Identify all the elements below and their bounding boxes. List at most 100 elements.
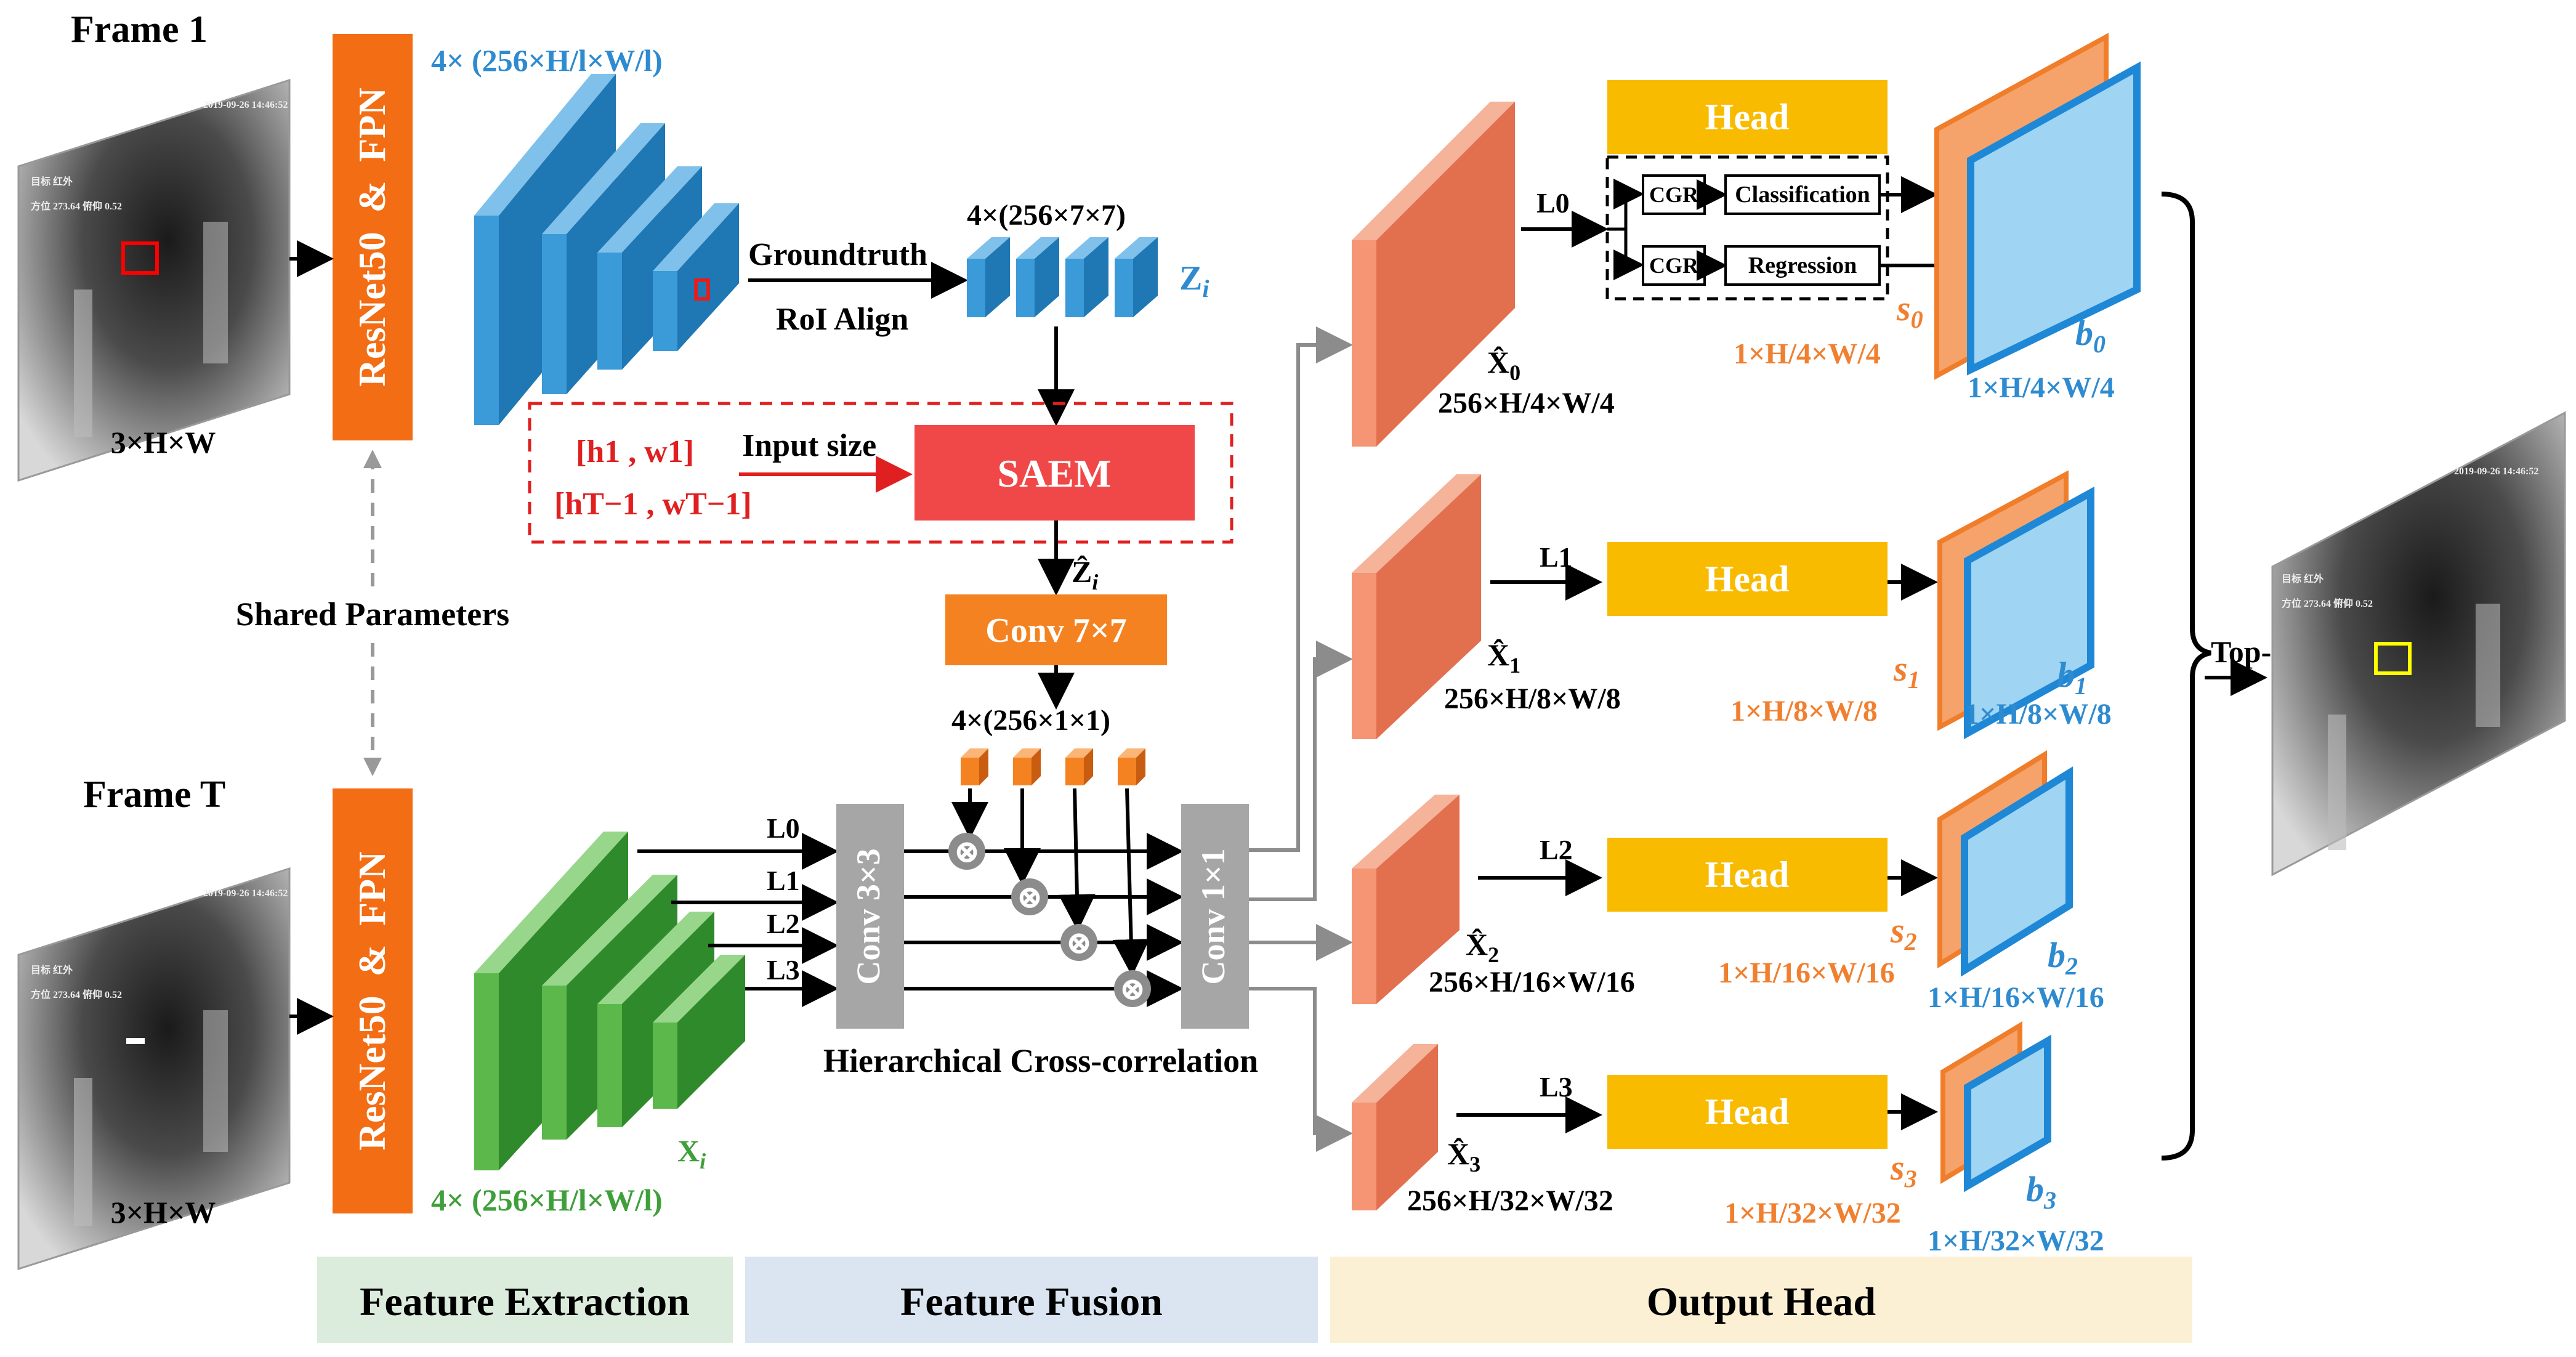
conv77-block — [945, 594, 1167, 665]
conv33-block — [836, 804, 904, 1029]
s0-label: s0 — [1896, 288, 1923, 333]
backbone-top: ResNet50 & FPN — [333, 34, 413, 440]
saem-block — [915, 425, 1195, 521]
x3-label: X̂3 — [1447, 1136, 1480, 1177]
output-frame-image: 目标 红外 方位 273.64 俯仰 0.52 2019-09-26 14:46… — [2271, 411, 2566, 877]
section-output-head-label: Output Head — [1647, 1279, 1876, 1324]
z-cubes — [967, 237, 1158, 317]
hwT-label: [hT−1 , wT−1] — [554, 487, 752, 522]
head-0-label: Head — [1705, 97, 1790, 137]
s2-dims: 1×H/16×W/16 — [1718, 957, 1895, 989]
box-map-0 — [1967, 61, 2141, 376]
frame1-size: 3×H×W — [111, 425, 216, 460]
frameT-title: Frame T — [83, 774, 225, 816]
fused-feature-2 — [1352, 795, 1460, 1004]
s0-dims: 1×H/4×W/4 — [1734, 338, 1881, 370]
conv77-label: Conv 7×7 — [985, 612, 1127, 650]
hw1-label: [h1 , w1] — [576, 434, 694, 469]
s1-label: s1 — [1893, 649, 1920, 694]
svg-text:Regression: Regression — [1748, 253, 1857, 278]
x0-dims: 256×H/4×W/4 — [1438, 387, 1615, 419]
svg-text:方位 273.64 俯仰 0.52: 方位 273.64 俯仰 0.52 — [31, 989, 122, 1000]
fused-feature-1 — [1352, 474, 1481, 739]
z-label: Zi — [1179, 259, 1209, 302]
svg-text:2019-09-26 14:46:52: 2019-09-26 14:46:52 — [2454, 466, 2538, 477]
head-2-label: Head — [1705, 854, 1790, 895]
conv11-block — [1181, 804, 1249, 1029]
l2-head-level: L2 — [1540, 834, 1573, 865]
head-3-label: Head — [1705, 1092, 1790, 1132]
head-2 — [1607, 838, 1888, 912]
section-feature-extraction-label: Feature Extraction — [360, 1279, 690, 1324]
bottom-feature-dims: 4× (256×H/l×W/l) — [431, 1183, 663, 1217]
shared-parameters-label: Shared Parameters — [236, 596, 509, 633]
z-dims: 4×(256×7×7) — [967, 199, 1126, 232]
fused-feature-0 — [1352, 102, 1515, 447]
x1-label: X̂1 — [1487, 638, 1520, 678]
level-l1: L1 — [767, 865, 800, 896]
x0-label: X̂0 — [1487, 345, 1520, 385]
svg-text:⊗: ⊗ — [1119, 972, 1146, 1007]
x2-label: X̂2 — [1466, 927, 1499, 967]
target-box-red — [121, 241, 159, 275]
head-3 — [1607, 1075, 1888, 1149]
head-0 — [1607, 80, 1888, 154]
kernel-dims: 4×(256×1×1) — [951, 704, 1110, 737]
search-feature-stack — [474, 832, 745, 1170]
backbone-bottom: ResNet50 & FPN — [333, 788, 413, 1213]
conv33-label: Conv 3×3 — [850, 848, 887, 984]
frame1-title: Frame 1 — [71, 9, 208, 51]
saem-label: SAEM — [998, 452, 1112, 495]
frameT-size: 3×H×W — [111, 1195, 216, 1229]
fused-feature-3 — [1352, 1044, 1438, 1210]
l3-head-level: L3 — [1540, 1071, 1573, 1103]
svg-text:2019-09-26 14:46:52: 2019-09-26 14:46:52 — [203, 100, 288, 110]
svg-text:CGR: CGR — [1649, 182, 1699, 207]
roi-box-red — [694, 278, 710, 301]
fusion-connectors — [1249, 326, 1353, 1152]
svg-text:⊗: ⊗ — [1065, 926, 1092, 961]
section-feature-fusion — [745, 1257, 1318, 1343]
section-feature-extraction — [317, 1257, 733, 1343]
level-l0: L0 — [767, 812, 800, 844]
x3-dims: 256×H/32×W/32 — [1407, 1185, 1613, 1217]
cross-correlation: ⊗ ⊗ ⊗ ⊗ — [904, 788, 1184, 1007]
level-l2: L2 — [767, 908, 800, 939]
result-box-yellow — [2374, 642, 2412, 675]
section-output-head — [1330, 1257, 2192, 1343]
svg-text:目标 红外: 目标 红外 — [2282, 573, 2324, 585]
s3-label: s3 — [1890, 1148, 1917, 1193]
svg-text:CGR: CGR — [1649, 253, 1699, 278]
b1-label: b1 — [2057, 655, 2087, 700]
svg-text:2019-09-26 14:46:52: 2019-09-26 14:46:52 — [203, 888, 288, 899]
conv11-label: Conv 1×1 — [1195, 848, 1232, 984]
l1-head-level: L1 — [1540, 541, 1573, 573]
x2-dims: 256×H/16×W/16 — [1429, 966, 1635, 999]
input-size-label: Input size — [742, 428, 876, 463]
s3-dims: 1×H/32×W/32 — [1724, 1197, 1901, 1229]
regression-block — [1724, 245, 1881, 286]
svg-text:Classification: Classification — [1735, 182, 1870, 208]
box-map-3 — [1964, 1034, 2051, 1193]
head-1 — [1607, 542, 1888, 616]
b0-dims: 1×H/4×W/4 — [1968, 371, 2115, 404]
roi-align-label: RoI Align — [776, 302, 908, 337]
svg-text:⊗: ⊗ — [1016, 880, 1043, 915]
zhat-label: Ẑi — [1072, 554, 1098, 594]
template-feature-stack — [474, 74, 739, 425]
backbone-bottom-label: ResNet50 & FPN — [352, 851, 394, 1151]
s1-dims: 1×H/8×W/8 — [1730, 695, 1878, 727]
b3-label: b3 — [2026, 1169, 2056, 1214]
classification-block — [1724, 174, 1881, 215]
xcorr-op-1: ⊗ — [1011, 878, 1048, 915]
cgr-cls — [1642, 174, 1706, 215]
x-label: Xi — [677, 1133, 706, 1173]
kernel-cubes — [961, 748, 1145, 785]
svg-text:目标 红外: 目标 红外 — [31, 176, 73, 187]
groundtruth-label: Groundtruth — [748, 237, 927, 272]
b1-dims: 1×H/8×W/8 — [1964, 698, 2112, 731]
svg-text:方位 273.64 俯仰 0.52: 方位 273.64 俯仰 0.52 — [2282, 597, 2373, 609]
fusion-title: Hierarchical Cross-correlation — [823, 1042, 1258, 1079]
top-feature-dims: 4× (256×H/l×W/l) — [431, 43, 663, 78]
